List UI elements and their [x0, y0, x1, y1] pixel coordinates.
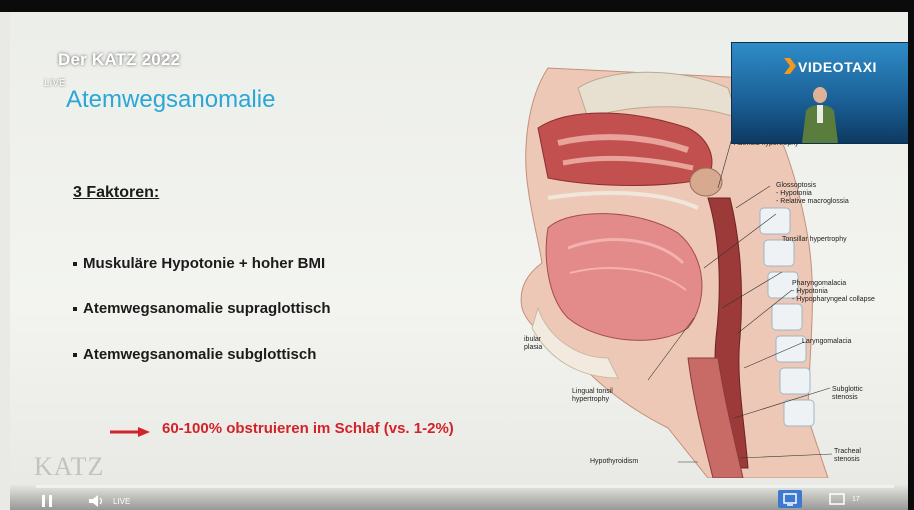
top-letterbox: [0, 0, 914, 12]
speaker-figure: [788, 83, 852, 143]
label-hypothyroidism: Hypothyroidism: [590, 458, 638, 466]
label-pharyngomalacia: Pharyngomalacia - Hypotonia - Hypopharyn…: [792, 280, 875, 304]
label-lingual: Lingual tonsil hypertrophy: [572, 388, 613, 404]
bullet-text: Atemwegsanomalie supraglottisch: [83, 300, 331, 317]
bullet-text: Muskuläre Hypotonie + hoher BMI: [83, 255, 325, 272]
bullet-icon: [73, 307, 77, 311]
bullet-icon: [73, 262, 77, 266]
slide-title: Atemwegsanomalie: [66, 86, 275, 114]
red-arrow-icon: [110, 427, 150, 437]
bullet-item: Muskuläre Hypotonie + hoher BMI: [73, 255, 325, 272]
label-tracheal: Tracheal stenosis: [834, 448, 861, 464]
videotaxi-logo: VIDEOTAXI: [798, 59, 877, 75]
katz-watermark: KATZ: [34, 452, 104, 482]
speaker-video-inset[interactable]: VIDEOTAXI: [731, 42, 913, 144]
label-mandibular: ibular plasia: [524, 336, 542, 352]
videotaxi-chevron-icon: [784, 58, 796, 74]
label-glossoptosis: Glossoptosis - Hypotonia - Relative macr…: [776, 182, 849, 206]
right-letterbox: [908, 0, 914, 510]
captions-icon[interactable]: [778, 490, 802, 508]
pip-icon[interactable]: [826, 490, 850, 508]
label-subglottic: Subglottic stenosis: [832, 386, 863, 402]
bullet-item: Atemwegsanomalie supraglottisch: [73, 300, 331, 317]
event-title: Der KATZ 2022: [58, 50, 180, 70]
bullet-icon: [73, 353, 77, 357]
viewer-counter: 17: [852, 496, 860, 503]
label-laryngomalacia: Laryngomalacia: [802, 338, 851, 346]
live-indicator: LIVE: [44, 78, 66, 89]
factors-heading: 3 Faktoren:: [73, 184, 159, 202]
label-tonsillar: Tonsillar hypertrophy: [782, 236, 847, 244]
volume-icon[interactable]: [88, 494, 106, 508]
progress-bar[interactable]: [36, 485, 894, 488]
obstruction-statement: 60-100% obstruieren im Schlaf (vs. 1-2%): [162, 420, 454, 437]
live-button[interactable]: LIVE: [113, 497, 130, 506]
pause-icon[interactable]: [40, 494, 54, 508]
bullet-text: Atemwegsanomalie subglottisch: [83, 346, 316, 363]
bullet-item: Atemwegsanomalie subglottisch: [73, 346, 316, 363]
